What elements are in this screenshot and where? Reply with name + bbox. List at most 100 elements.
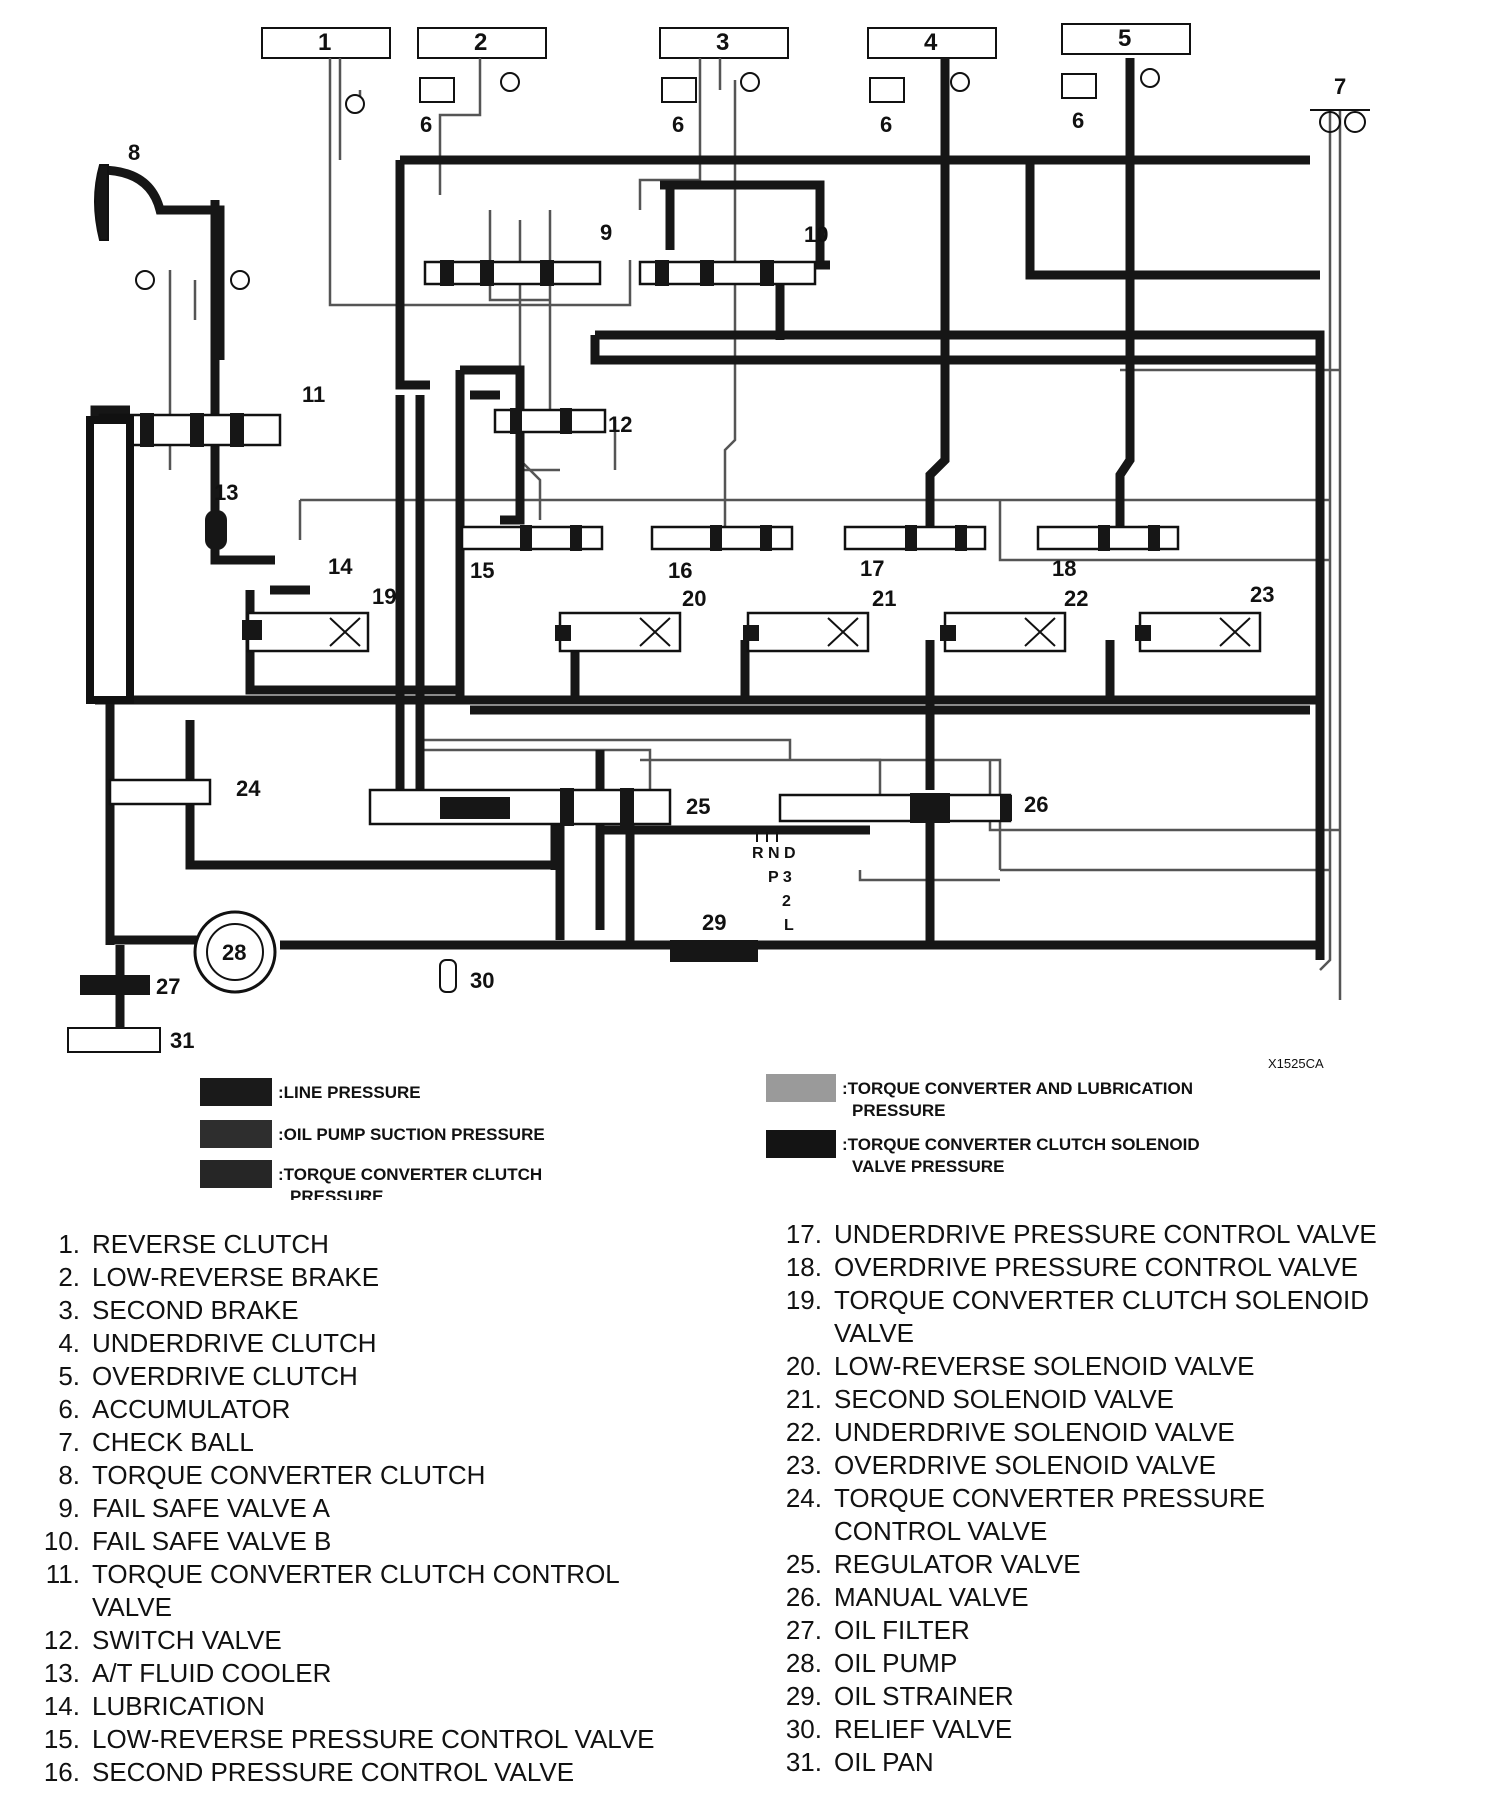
callout-14: 14 (328, 554, 353, 579)
part-name: RELIEF VALVE (834, 1714, 1013, 1744)
part-number: 29. (785, 1681, 822, 1711)
part-number: 5. (58, 1361, 80, 1391)
part-number: 19. (785, 1285, 822, 1315)
legend: :LINE PRESSURE :OIL PUMP SUCTION PRESSUR… (200, 1074, 1200, 1200)
part-name: SECOND SOLENOID VALVE (834, 1384, 1175, 1414)
oil-filter (80, 975, 150, 995)
part-list-item: 7.CHECK BALL (30, 1426, 790, 1459)
part-list-item: 4.UNDERDRIVE CLUTCH (30, 1327, 790, 1360)
part-number: 24. (785, 1483, 822, 1513)
accumulator (419, 77, 455, 103)
box-4-label: 4 (924, 29, 938, 56)
switch-valve (493, 408, 607, 434)
accumulator (661, 77, 697, 103)
part-name: REVERSE CLUTCH (92, 1229, 329, 1259)
callout-13: 13 (214, 480, 238, 505)
second-solenoid-valve (746, 611, 870, 653)
box-4 (867, 27, 997, 59)
selector-rnd: R N D (752, 845, 796, 862)
part-number: 3. (58, 1295, 80, 1325)
box-31 (67, 1027, 161, 1053)
callout-9: 9 (600, 220, 612, 245)
figure-code: X1525CA (1268, 1056, 1324, 1071)
part-name: A/T FLUID COOLER (92, 1658, 332, 1688)
box-2 (417, 27, 547, 59)
part-number (772, 1317, 834, 1350)
part-name: TORQUE CONVERTER CLUTCH SOLENOID (834, 1285, 1370, 1315)
legend-swatch-tc-lubrication (766, 1074, 836, 1102)
part-number: 25. (785, 1549, 822, 1579)
box-1-label: 1 (318, 29, 331, 56)
part-name: OVERDRIVE CLUTCH (92, 1361, 358, 1391)
part-number: 14. (43, 1691, 80, 1721)
box-2-label: 2 (474, 29, 487, 56)
part-name: OVERDRIVE SOLENOID VALVE (834, 1450, 1216, 1480)
part-name: LOW-REVERSE PRESSURE CONTROL VALVE (92, 1724, 655, 1754)
callout-6d: 6 (1072, 108, 1084, 133)
part-name: UNDERDRIVE SOLENOID VALVE (834, 1417, 1235, 1447)
part-number: 20. (785, 1351, 822, 1381)
fail-safe-valve-a (423, 260, 602, 286)
part-list-item: 25.REGULATOR VALVE (772, 1548, 1492, 1581)
part-list-item: 2.LOW-REVERSE BRAKE (30, 1261, 790, 1294)
callout-8: 8 (128, 140, 140, 165)
part-number: 12. (43, 1625, 80, 1655)
box-3 (659, 27, 789, 59)
callout-22: 22 (1064, 586, 1088, 611)
part-list-item: 14. LUBRICATION (30, 1690, 790, 1723)
selector-l: L (784, 917, 794, 934)
part-list-item: 18. OVERDRIVE PRESSURE CONTROL VALVE (772, 1251, 1492, 1284)
accumulator (869, 77, 905, 103)
part-number: 18. (785, 1252, 822, 1282)
part-list-item: 13. A/T FLUID COOLER (30, 1657, 790, 1690)
check-ball-icon (1310, 109, 1370, 133)
circuit-drawing: 1 2 3 4 5 31 (67, 23, 1370, 1200)
callout-28: 28 (222, 940, 246, 965)
part-name: LOW-REVERSE SOLENOID VALVE (834, 1351, 1255, 1381)
part-name: OIL PAN (834, 1747, 934, 1777)
part-name: LUBRICATION (92, 1691, 265, 1721)
underdrive-solenoid-valve (943, 611, 1067, 653)
callout-16: 16 (668, 558, 692, 583)
part-name: MANUAL VALVE (834, 1582, 1029, 1612)
part-name: SECOND BRAKE (92, 1295, 299, 1325)
part-list-item: 31. OIL PAN (772, 1746, 1492, 1779)
part-list-item: 26.MANUAL VALVE (772, 1581, 1492, 1614)
part-number: 6. (58, 1394, 80, 1424)
callout-18: 18 (1052, 556, 1076, 581)
legend-label-4: :TORQUE CONVERTER CLUTCH SOLENOID (842, 1135, 1200, 1154)
part-number (30, 1591, 92, 1624)
part-name: OVERDRIVE PRESSURE CONTROL VALVE (834, 1252, 1358, 1282)
part-list-item: 28.OIL PUMP (772, 1647, 1492, 1680)
callout-26: 26 (1024, 792, 1048, 817)
part-number: 22. (785, 1417, 822, 1447)
relief-valve-icon (439, 959, 457, 993)
part-number: 13. (43, 1658, 80, 1688)
low-reverse-solenoid-valve (558, 611, 682, 653)
part-number: 28. (785, 1648, 822, 1678)
part-list-item: CONTROL VALVE (772, 1515, 1492, 1548)
legend-label-1: :OIL PUMP SUCTION PRESSURE (278, 1125, 545, 1144)
callout-6c: 6 (880, 112, 892, 137)
oil-pump-icon (193, 910, 277, 994)
part-list-item: 19. TORQUE CONVERTER CLUTCH SOLENOID (772, 1284, 1492, 1317)
legend-swatch-tcc-pressure (200, 1160, 272, 1188)
part-list-item: 5. OVERDRIVE CLUTCH (30, 1360, 790, 1393)
part-number: 11. (45, 1559, 80, 1589)
legend-swatch-oil-pump-suction (200, 1120, 272, 1148)
callout-23: 23 (1250, 582, 1274, 607)
callout-10: 10 (804, 222, 828, 247)
callout-11: 11 (302, 382, 325, 407)
part-name: TORQUE CONVERTER CLUTCH CONTROL (92, 1559, 620, 1589)
part-number: 31. (785, 1747, 822, 1777)
legend-swatch-line-pressure (200, 1078, 272, 1106)
part-name: CHECK BALL (92, 1427, 254, 1457)
part-number: 1. (58, 1229, 80, 1259)
part-list-item: 20. LOW-REVERSE SOLENOID VALVE (772, 1350, 1492, 1383)
part-number: 10. (43, 1526, 80, 1556)
part-name: UNDERDRIVE CLUTCH (92, 1328, 377, 1358)
part-list-item: 24.TORQUE CONVERTER PRESSURE (772, 1482, 1492, 1515)
box-3-label: 3 (716, 29, 729, 56)
part-number (772, 1515, 834, 1548)
